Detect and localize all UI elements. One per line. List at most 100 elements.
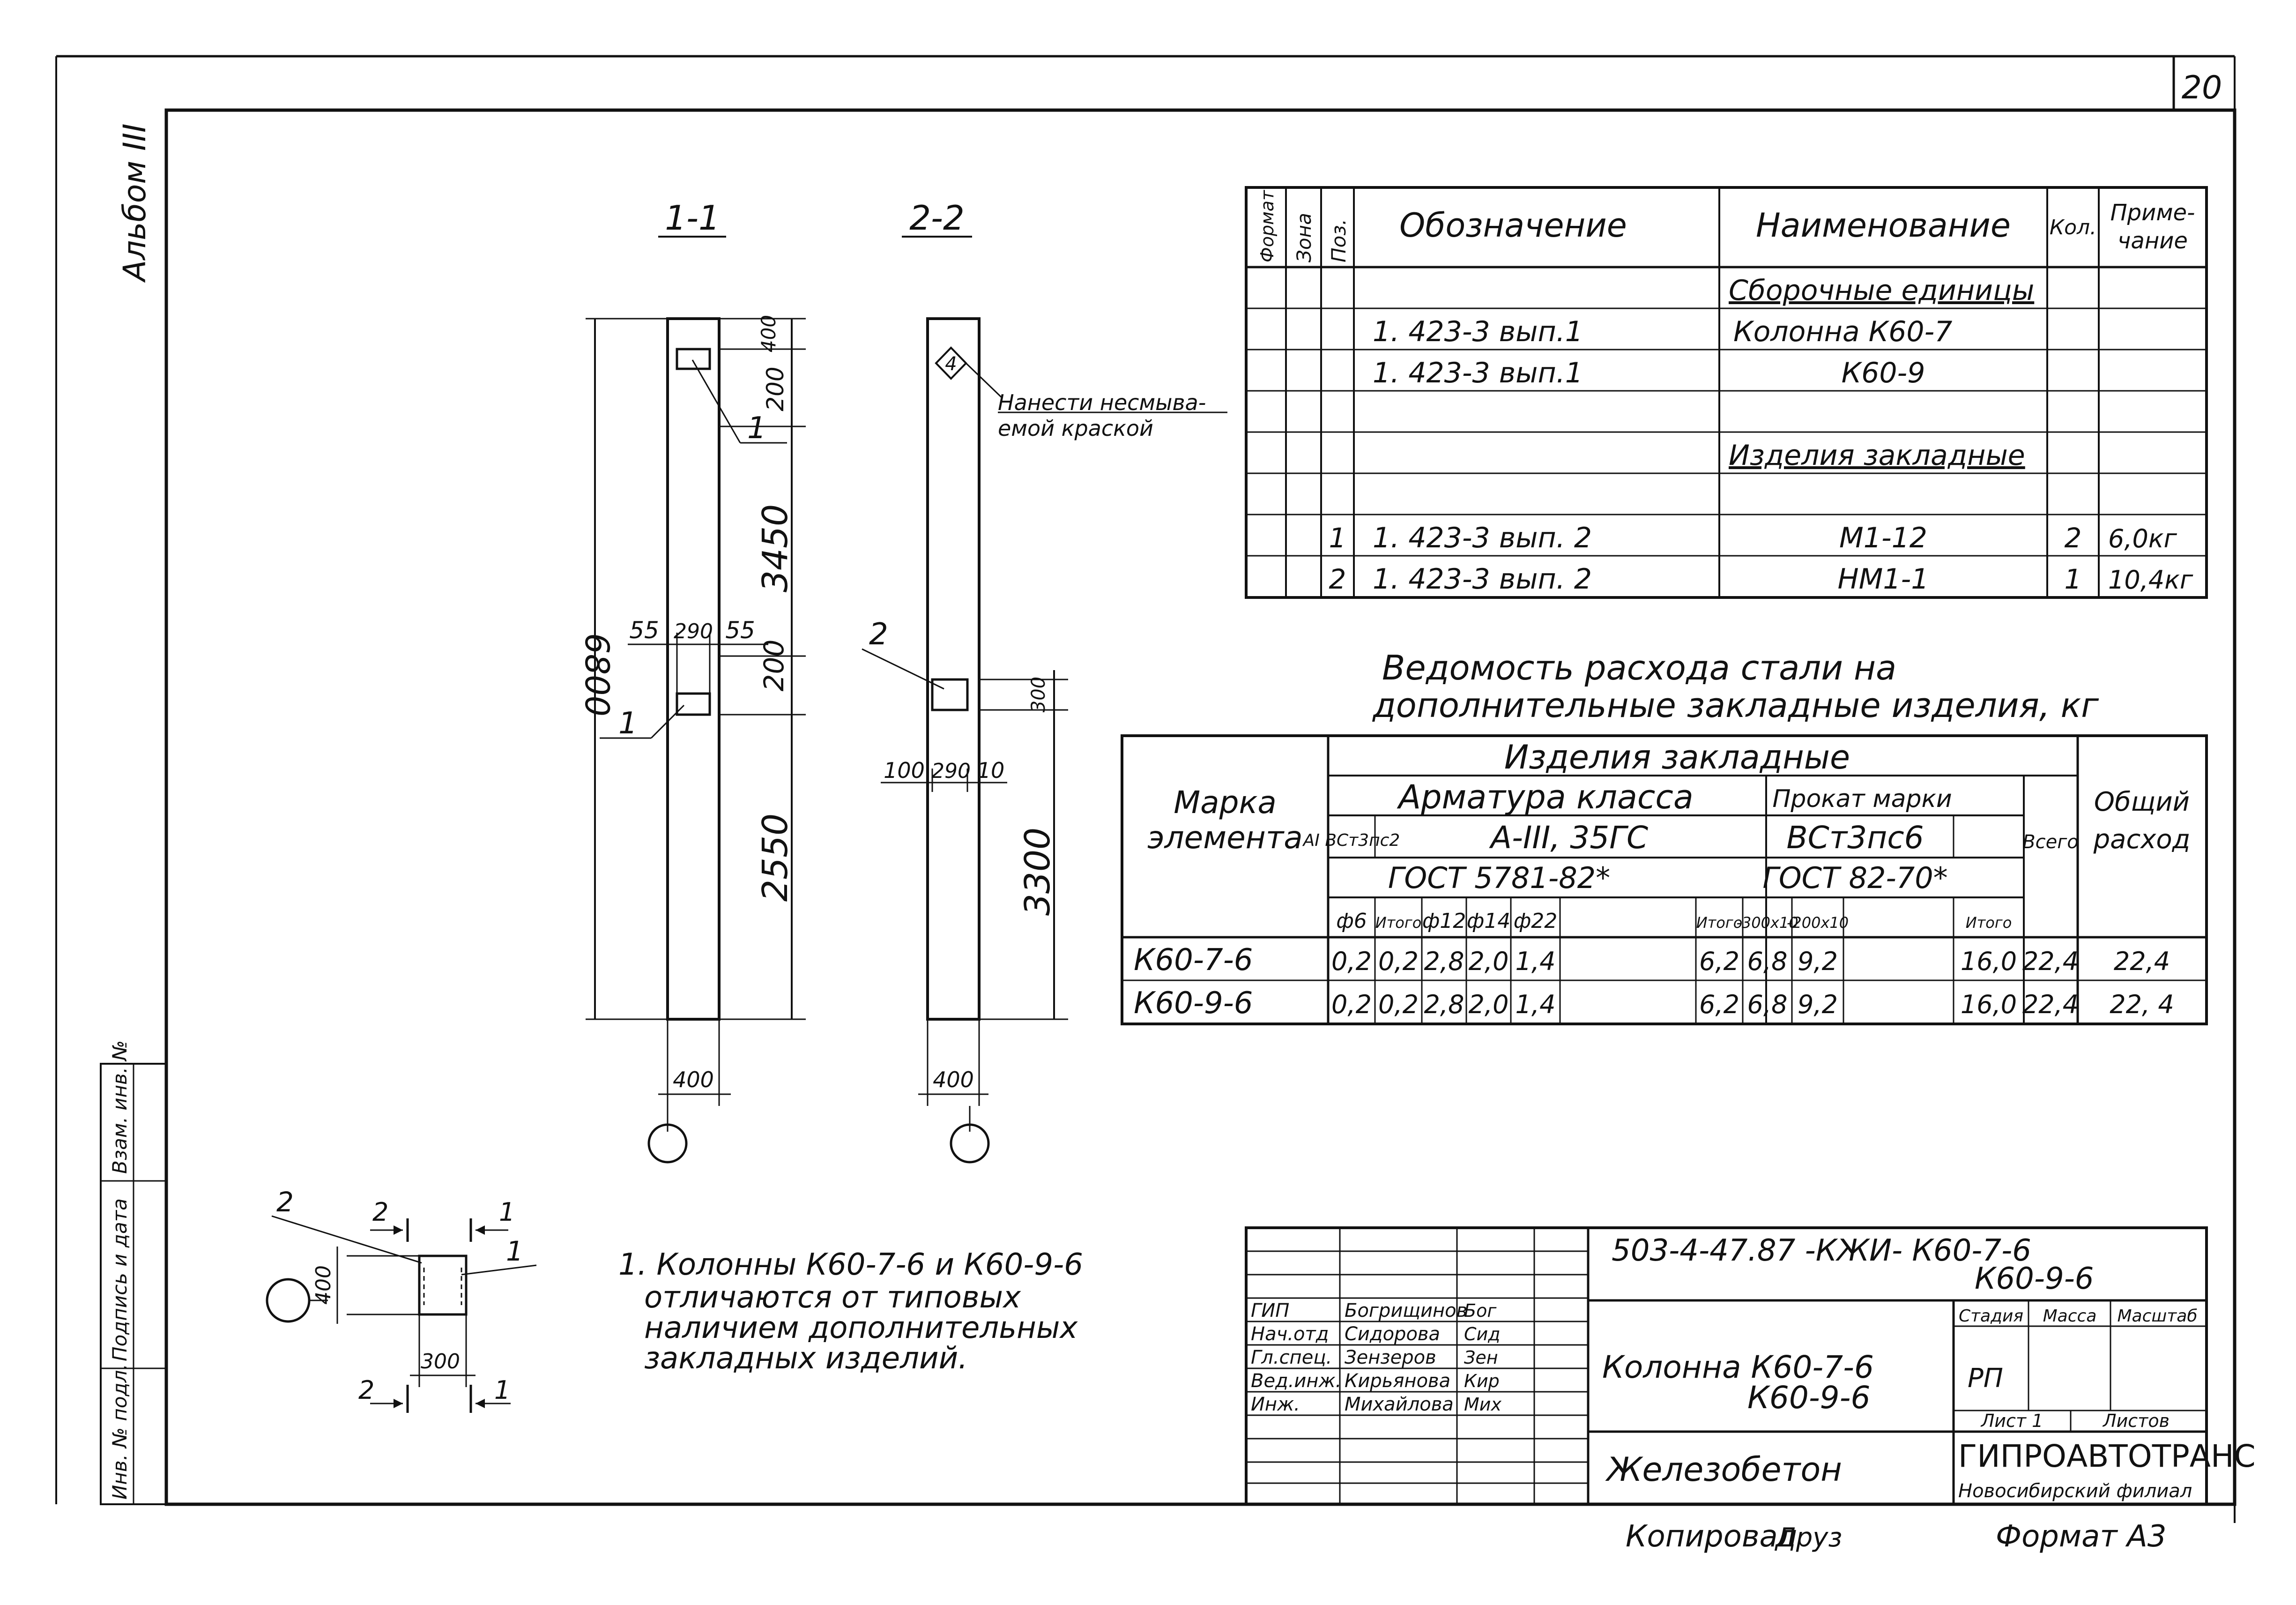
section-2-label: 2-2	[909, 198, 965, 238]
plan-dim-300: 300	[421, 1350, 460, 1374]
spec-designation: 1. 423-3 вып. 2	[1373, 522, 1592, 554]
steel-cell: 2,8	[1424, 990, 1464, 1019]
spec-note: 6,0кг	[2108, 524, 2177, 553]
spec-name: К60-9	[1842, 357, 1925, 389]
embedded-plate-lower	[676, 692, 711, 716]
steel-h-gost2: ГОСТ 82-70*	[1762, 861, 1947, 895]
steel-row-overall: 22,4	[2114, 947, 2170, 976]
tb-object-2: К60-9-6	[1747, 1380, 1870, 1416]
dim-300-2: 300	[1028, 677, 1049, 712]
steel-title-1: Ведомость расхода стали на	[1382, 648, 1896, 687]
steel-cell: 0,2	[1331, 947, 1372, 976]
steel-h-rebar: Арматура класса	[1397, 778, 1694, 816]
tb-scale-h: Масштаб	[2117, 1306, 2197, 1326]
spec-name: Колонна К60-7	[1733, 315, 1952, 348]
steel-cell: 2,0	[1469, 990, 1509, 1019]
spec-pos: 2	[1329, 563, 1346, 595]
tb-object-1: Колонна К60-7-6	[1602, 1349, 1874, 1385]
spec-pos: 1	[1329, 522, 1346, 554]
spec-rows: Сборочные единицы 1. 423-3 вып.1 Колонна К…	[1329, 274, 2193, 596]
spec-table: Формат Зона Поз. Обозначение Наименовани…	[1245, 186, 2208, 599]
steel-col-header: Итого	[1696, 914, 1743, 932]
plan-detail: 400 300 2 1 2 1 2 1	[266, 1186, 537, 1413]
dim-400-top: 400	[757, 315, 780, 352]
spec-h-qty: Кол.	[2050, 216, 2096, 239]
tb-stage-h: Стадия	[1959, 1306, 2023, 1326]
steel-h-a1: АI ВСт3пс2	[1302, 831, 1400, 850]
tb-signature: Кир	[1464, 1371, 1500, 1391]
steel-h-mark-2: элемента	[1147, 820, 1302, 856]
tb-role: Нач.отд	[1251, 1323, 1329, 1345]
spec-name: Сборочные единицы	[1729, 274, 2034, 307]
cut-2-bottom: 2	[358, 1375, 374, 1405]
spec-qty: 2	[2065, 522, 2082, 554]
steel-cell: 0,2	[1331, 990, 1372, 1019]
steel-h-a3: А-III, 35ГС	[1489, 820, 1648, 856]
note-line-2: отличаются от типовых	[644, 1280, 1021, 1315]
tb-signature: Мих	[1464, 1394, 1501, 1415]
steel-row-overall: 22, 4	[2110, 990, 2174, 1019]
tb-role: ГИП	[1251, 1300, 1289, 1321]
steel-cell: 1,4	[1516, 990, 1556, 1019]
cut-2-top: 2	[372, 1197, 388, 1227]
steel-col-header: ф14	[1467, 909, 1511, 933]
axis-bubble-plan	[266, 1278, 311, 1323]
tb-person: Сидорова	[1345, 1323, 1440, 1345]
tb-org-2: Новосибирский филиал	[1958, 1480, 2192, 1502]
cut-1-top: 1	[499, 1197, 515, 1227]
embedded-plate-2	[931, 678, 969, 711]
steel-cell: 16,0	[1961, 947, 2017, 976]
steel-col-header: ф12	[1422, 909, 1466, 933]
steel-cell: 2,8	[1424, 947, 1464, 976]
spec-designation: 1. 423-3 вып.1	[1373, 315, 1583, 348]
footer-format: Формат А3	[1996, 1519, 2167, 1554]
spec-name: М1-12	[1839, 522, 1927, 554]
dim-400-width-2: 400	[933, 1067, 974, 1092]
steel-h-overall-2: расход	[2093, 824, 2191, 855]
steel-row-total: 22,4	[2022, 947, 2079, 976]
tb-stage: РП	[1968, 1363, 2003, 1394]
dim-100: 100	[884, 758, 925, 783]
cut-1-bottom: 1	[494, 1375, 510, 1405]
sheet-number: 20	[2182, 69, 2222, 106]
marker-lower: 1	[618, 706, 638, 741]
steel-cell: 16,0	[1961, 990, 2017, 1019]
steel-h-vst: ВСт3пс6	[1786, 820, 1924, 856]
dim-55-right: 55	[725, 617, 755, 644]
footer-copied: Копировал	[1626, 1519, 1797, 1554]
tb-role: Гл.спец.	[1251, 1347, 1332, 1368]
axis-bubble-2	[950, 1123, 990, 1164]
tb-signature: Сид	[1464, 1324, 1501, 1344]
marking-tag: 4	[945, 353, 957, 375]
dim-3300: 3300	[1018, 828, 1058, 916]
steel-row-total: 22,4	[2022, 990, 2079, 1019]
spec-h-format: Формат	[1257, 189, 1278, 262]
marker-upper: 1	[747, 411, 766, 446]
tb-sheets: Листов	[2102, 1411, 2170, 1431]
tb-person: Богрищинов	[1345, 1300, 1467, 1321]
spec-h-designation: Обозначение	[1399, 206, 1627, 245]
dim-200-upper: 200	[762, 366, 789, 411]
steel-column-lines	[1374, 897, 1954, 1024]
sheet-frame: 20 Альбом III	[55, 55, 2237, 1523]
dim-400-width-1: 400	[673, 1067, 714, 1092]
marking-diamond	[935, 346, 967, 380]
steel-cell: 2,0	[1469, 947, 1509, 976]
tb-person: Михайлова	[1345, 1394, 1454, 1415]
steel-cell: 6,2	[1699, 947, 1739, 976]
spec-h-note-1: Приме-	[2110, 200, 2195, 226]
steel-cell: 9,2	[1798, 990, 1838, 1019]
column-1-body	[666, 317, 721, 1021]
strip-replace-label: Взам. инв. №	[108, 1040, 131, 1174]
tb-sheet: Лист 1	[1980, 1411, 2043, 1431]
embedded-plate-upper	[676, 348, 711, 370]
steel-col-header: Итого	[1966, 914, 2012, 932]
spec-qty: 1	[2065, 563, 2082, 595]
spec-designation: 1. 423-3 вып.1	[1373, 357, 1583, 389]
dim-2550: 2550	[755, 814, 795, 902]
general-note: 1. Колонны К60-7-6 и К60-9-6 отличаются …	[618, 1247, 1083, 1376]
binding-strip: Инв. № подл. Подпись и дата Взам. инв. №	[100, 1040, 167, 1505]
steel-h-total: Всего	[2022, 831, 2079, 853]
dim-6800: 6800	[578, 633, 616, 717]
tb-code: 503-4-47.87 -КЖИ- К60-7-6	[1612, 1233, 2031, 1268]
